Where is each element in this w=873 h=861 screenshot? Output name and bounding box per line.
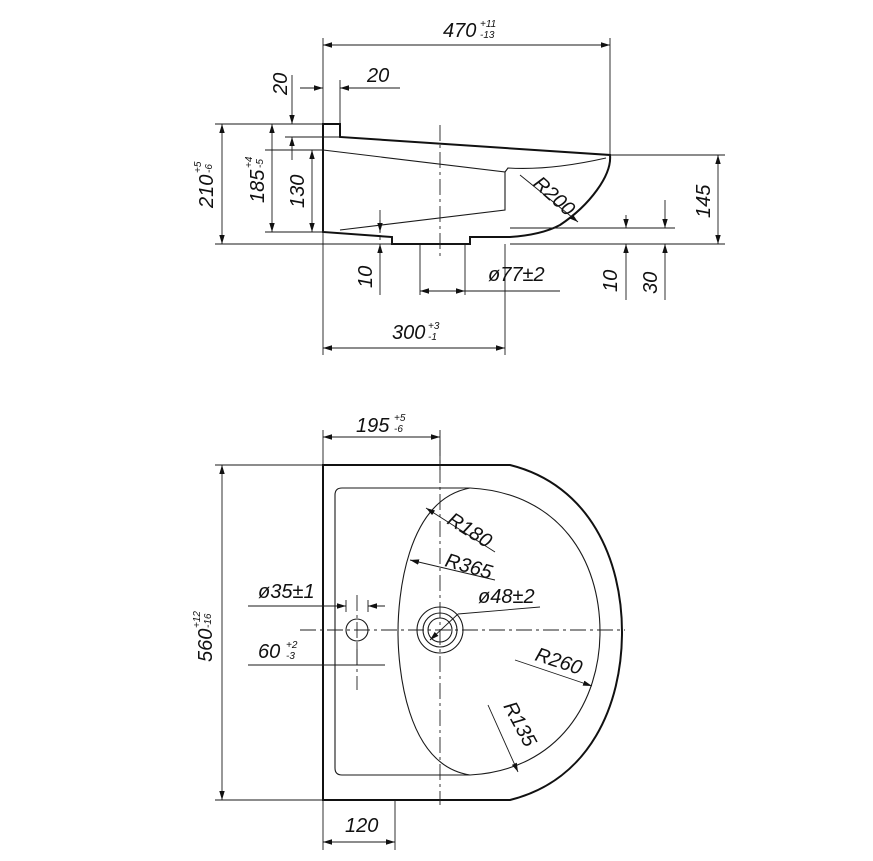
dim-center-distance-tol-plus: +5	[394, 413, 406, 424]
dim-bowl-radius: R200	[529, 172, 579, 220]
dim-tap-hole-offset: 60	[258, 641, 280, 663]
dim-drain-height: 30	[640, 272, 662, 294]
top-drain-outer	[416, 606, 464, 654]
dim-bottom-offset-left: 10	[355, 266, 377, 288]
dim-front-height-value: 145	[693, 184, 715, 218]
dim-center-distance-value: 195	[356, 415, 390, 437]
dim-radius-corner-leader	[487, 704, 519, 773]
top-bowl	[397, 487, 471, 776]
dim-rim-offset-left: 20	[366, 65, 389, 87]
dim-depth-total-tol-plus: +12	[192, 611, 203, 628]
dim-radius-inner: R180	[443, 509, 495, 553]
dim-radius-outer: R365	[443, 550, 496, 585]
side-outline	[322, 123, 612, 245]
dim-height-mid-tol-plus: +4	[244, 156, 255, 168]
dim-height-mid-tol-minus: -5	[255, 159, 266, 168]
dim-drain-position-tol-plus: +3	[428, 321, 440, 332]
dim-drain-position-value: 300	[392, 322, 425, 344]
dim-center-distance-tol-minus: -6	[394, 424, 403, 435]
dim-height-total-tol-plus: +5	[193, 161, 204, 173]
dim-overall-length-tol-minus: -13	[480, 30, 495, 41]
dim-height-mid-value: 185	[247, 169, 269, 203]
side-inner-lip	[504, 157, 607, 173]
top-outer-outline	[322, 464, 624, 801]
dim-rim-offset-top: 20	[270, 73, 292, 96]
dim-radius-inner-leader	[425, 507, 496, 553]
dim-drain-hole-diameter: ø48±2	[478, 586, 535, 608]
dim-height-total-value: 210	[196, 175, 218, 209]
dim-tap-hole-offset-tol-minus: -3	[286, 651, 295, 662]
top-inner-rim	[334, 487, 601, 776]
dim-depth-total-value: 560	[195, 629, 217, 662]
dim-drain-hole-arrow	[429, 613, 459, 641]
dim-ledge-width-value: 120	[345, 815, 378, 837]
dim-bowl-radius-leader	[519, 174, 579, 223]
dim-height-inner-value: 130	[287, 175, 309, 208]
top-drain-inner	[427, 617, 453, 643]
side-drain-stub	[391, 237, 471, 245]
top-tap-hole	[345, 618, 369, 642]
top-drain-mid	[422, 612, 458, 648]
top-view: 195 +5 -6 560 +12 -16 ø35±1 60 +2 -3 ø48…	[192, 413, 625, 850]
dim-height-total-tol-minus: -6	[204, 164, 215, 173]
dim-overall-length-value: 470	[443, 20, 476, 42]
side-view: 470 +11 -13 20 20 210 +5 -6 185 +4 -5 13…	[193, 19, 725, 355]
dim-tap-hole-diameter: ø35±1	[258, 581, 315, 603]
dim-drain-diameter-value: ø77±2	[488, 264, 545, 286]
side-inner-bowl	[322, 149, 506, 231]
dim-bottom-offset-right: 10	[600, 270, 622, 292]
dim-drain-position-tol-minus: -1	[428, 332, 437, 343]
dim-tap-hole-offset-tol-plus: +2	[286, 640, 298, 651]
dim-radius-front-leader	[514, 659, 593, 687]
dim-radius-front: R260	[532, 644, 584, 680]
dim-overall-length-tol-plus: +11	[480, 19, 496, 30]
dim-depth-total-tol-minus: -16	[203, 613, 214, 628]
dim-drain-hole-leader	[457, 606, 541, 615]
dim-radius-outer-leader	[409, 559, 496, 581]
